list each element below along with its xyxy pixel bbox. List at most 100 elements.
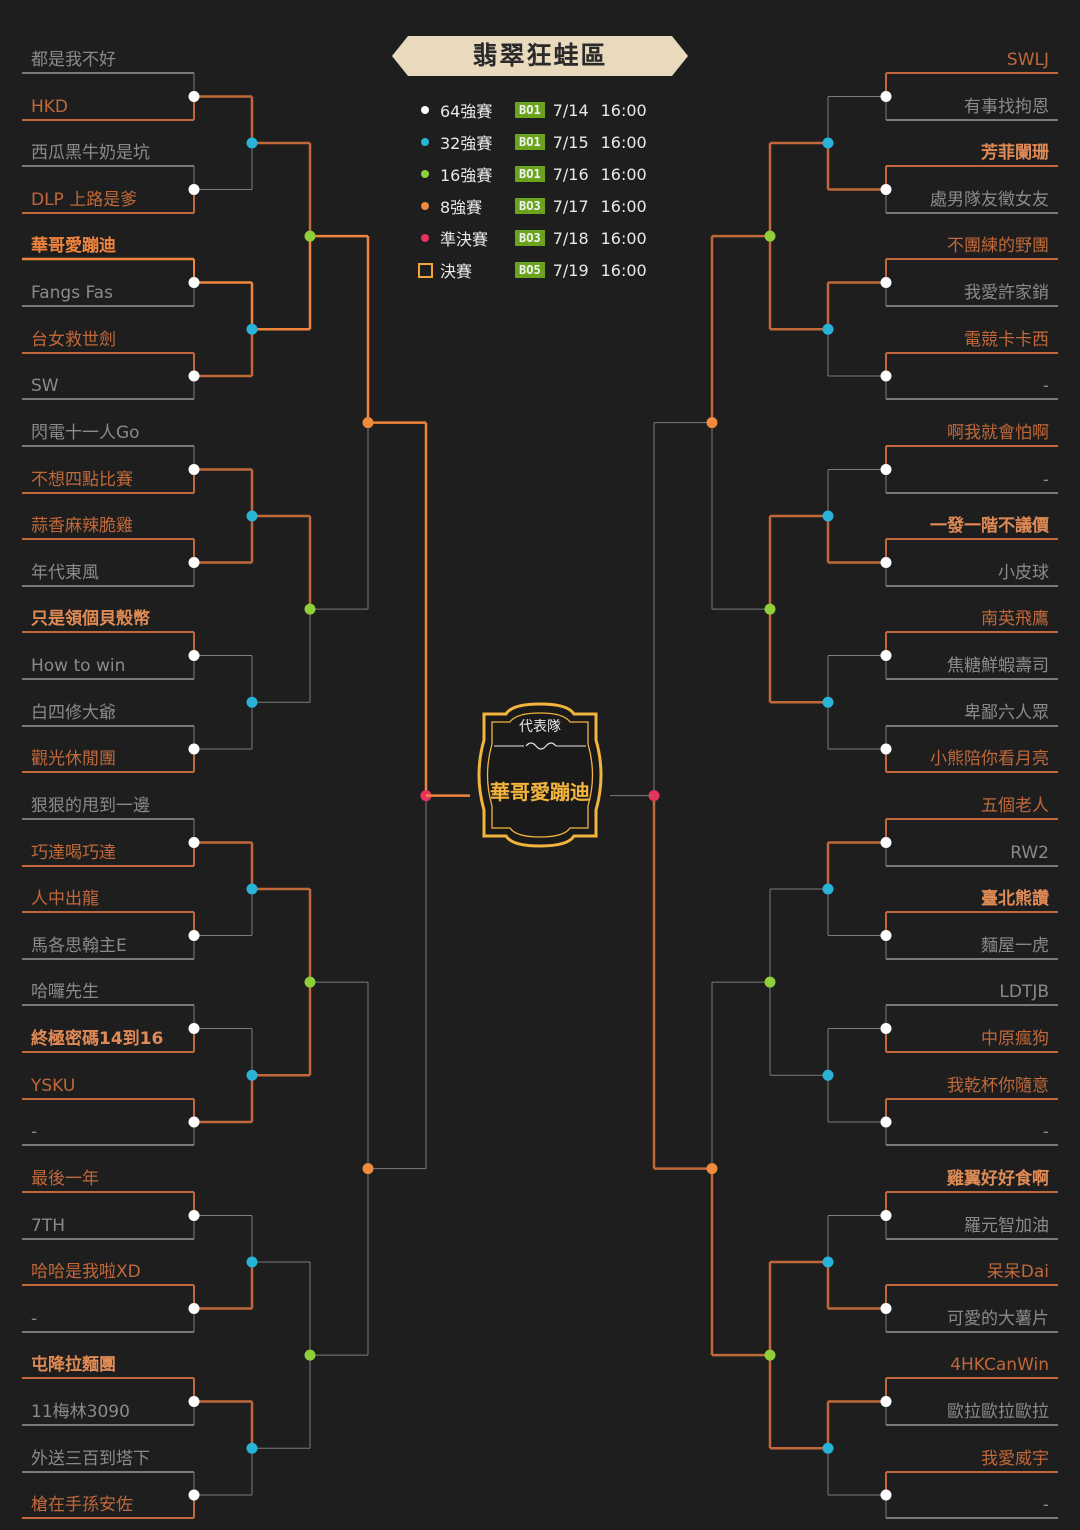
dot-icon [418, 198, 436, 214]
legend-time: 16:00 [600, 228, 647, 248]
legend-format-badge: BO1 [515, 166, 545, 182]
team-name: 電競卡卡西 [964, 330, 1049, 350]
team-name: RW2 [1010, 843, 1049, 863]
round-1-node [188, 277, 200, 288]
legend-row: 準決賽 BO3 7/18 16:00 [418, 222, 647, 254]
team-name: 小皮球 [998, 563, 1049, 583]
legend-date: 7/16 [552, 164, 589, 184]
region-title: 翡翠狂蛙區 [472, 41, 608, 70]
team-name: 只是領個貝殼幣 [31, 609, 150, 629]
round-2-node [246, 883, 258, 895]
dot-icon [418, 166, 436, 182]
round-1-node [188, 837, 200, 848]
legend-time: 16:00 [600, 196, 647, 216]
round-2-node [822, 323, 834, 335]
round-1-node [188, 650, 200, 661]
round-1-node [880, 1116, 892, 1128]
round-3-node [304, 230, 316, 242]
dot-icon [418, 230, 436, 246]
team-name: 可愛的大薯片 [947, 1309, 1049, 1329]
legend-round: 64強賽 [440, 102, 493, 121]
team-name: 焦糖鮮蝦壽司 [947, 656, 1049, 676]
round-2-node [822, 510, 834, 522]
team-name: 不團練的野團 [947, 236, 1049, 256]
legend-round: 8強賽 [440, 198, 483, 217]
team-name: 卑鄙六人眾 [964, 703, 1049, 723]
team-name: 4HKCanWin [950, 1355, 1049, 1375]
legend-date: 7/19 [552, 260, 589, 280]
round-1-node [188, 91, 200, 102]
legend-round: 16強賽 [440, 166, 493, 185]
legend-format-badge: BO3 [515, 230, 545, 246]
team-name: 馬各思翰主E [31, 936, 127, 956]
round-1-node [880, 370, 892, 382]
team-name: SWLJ [1006, 50, 1049, 70]
round-1-node [880, 650, 892, 661]
team-name: - [1042, 1122, 1049, 1142]
team-name: 哈囉先生 [31, 982, 99, 1002]
team-name: 有事找拘恩 [964, 97, 1049, 117]
team-name: 歐拉歐拉歐拉 [947, 1402, 1049, 1422]
team-name: - [1042, 1495, 1049, 1515]
team-name: 外送三百到塔下 [31, 1449, 150, 1469]
round-1-node [188, 1396, 200, 1407]
round-4-node [362, 417, 374, 429]
round-2-node [246, 323, 258, 335]
team-name: 西瓜黑牛奶是坑 [31, 143, 150, 163]
team-name: - [1042, 376, 1049, 396]
round-3-node [764, 230, 776, 242]
round-2-node [822, 696, 834, 708]
round-4-node [706, 1163, 718, 1175]
team-name: - [1042, 470, 1049, 490]
team-name: 我乾杯你隨意 [947, 1076, 1049, 1096]
round-1-node [880, 464, 892, 475]
team-name: 中原瘋狗 [981, 1029, 1049, 1049]
round-1-node [880, 1023, 892, 1034]
team-name: 處男隊友徵女友 [930, 190, 1049, 210]
team-name: - [31, 1122, 38, 1142]
round-2-node [246, 696, 258, 708]
round-4-node [706, 417, 718, 429]
team-name: 屯降拉麵團 [31, 1355, 116, 1375]
round-1-node [188, 464, 200, 475]
legend-time: 16:00 [600, 132, 647, 152]
round-2-node [246, 137, 258, 149]
round-1-node [188, 1303, 200, 1314]
legend-date: 7/14 [552, 100, 589, 120]
round-1-node [188, 370, 200, 382]
round-1-node [188, 1023, 200, 1034]
square-icon [418, 262, 436, 278]
round-3-node [764, 976, 776, 988]
champion-label: 代表隊 [519, 719, 561, 735]
round-3-node [764, 603, 776, 615]
legend-round: 準決賽 [440, 230, 489, 249]
legend-date: 7/18 [552, 228, 589, 248]
round-1-node [880, 277, 892, 288]
legend-time: 16:00 [600, 100, 647, 120]
team-name: 7TH [31, 1216, 65, 1236]
team-name: 一發一階不議價 [930, 516, 1049, 536]
round-1-node [880, 1489, 892, 1501]
round-2-node [822, 1256, 834, 1268]
team-name: SW [31, 376, 59, 396]
team-name: 巧達喝巧達 [31, 843, 116, 863]
team-name: 華哥愛蹦迪 [31, 236, 116, 256]
round-1-node [880, 1396, 892, 1407]
dot-icon [418, 134, 436, 150]
team-name: 五個老人 [981, 796, 1049, 816]
round-1-node [188, 743, 200, 755]
round-2-node [246, 1256, 258, 1268]
round-2-node [822, 883, 834, 895]
team-name: 台女救世劍 [31, 330, 116, 350]
team-name: 麵屋一虎 [981, 936, 1049, 956]
round-1-node [188, 557, 200, 568]
round-1-node [188, 930, 200, 941]
round-2-node [822, 1069, 834, 1081]
round-2-node [822, 1442, 834, 1454]
team-name: How to win [31, 656, 126, 676]
